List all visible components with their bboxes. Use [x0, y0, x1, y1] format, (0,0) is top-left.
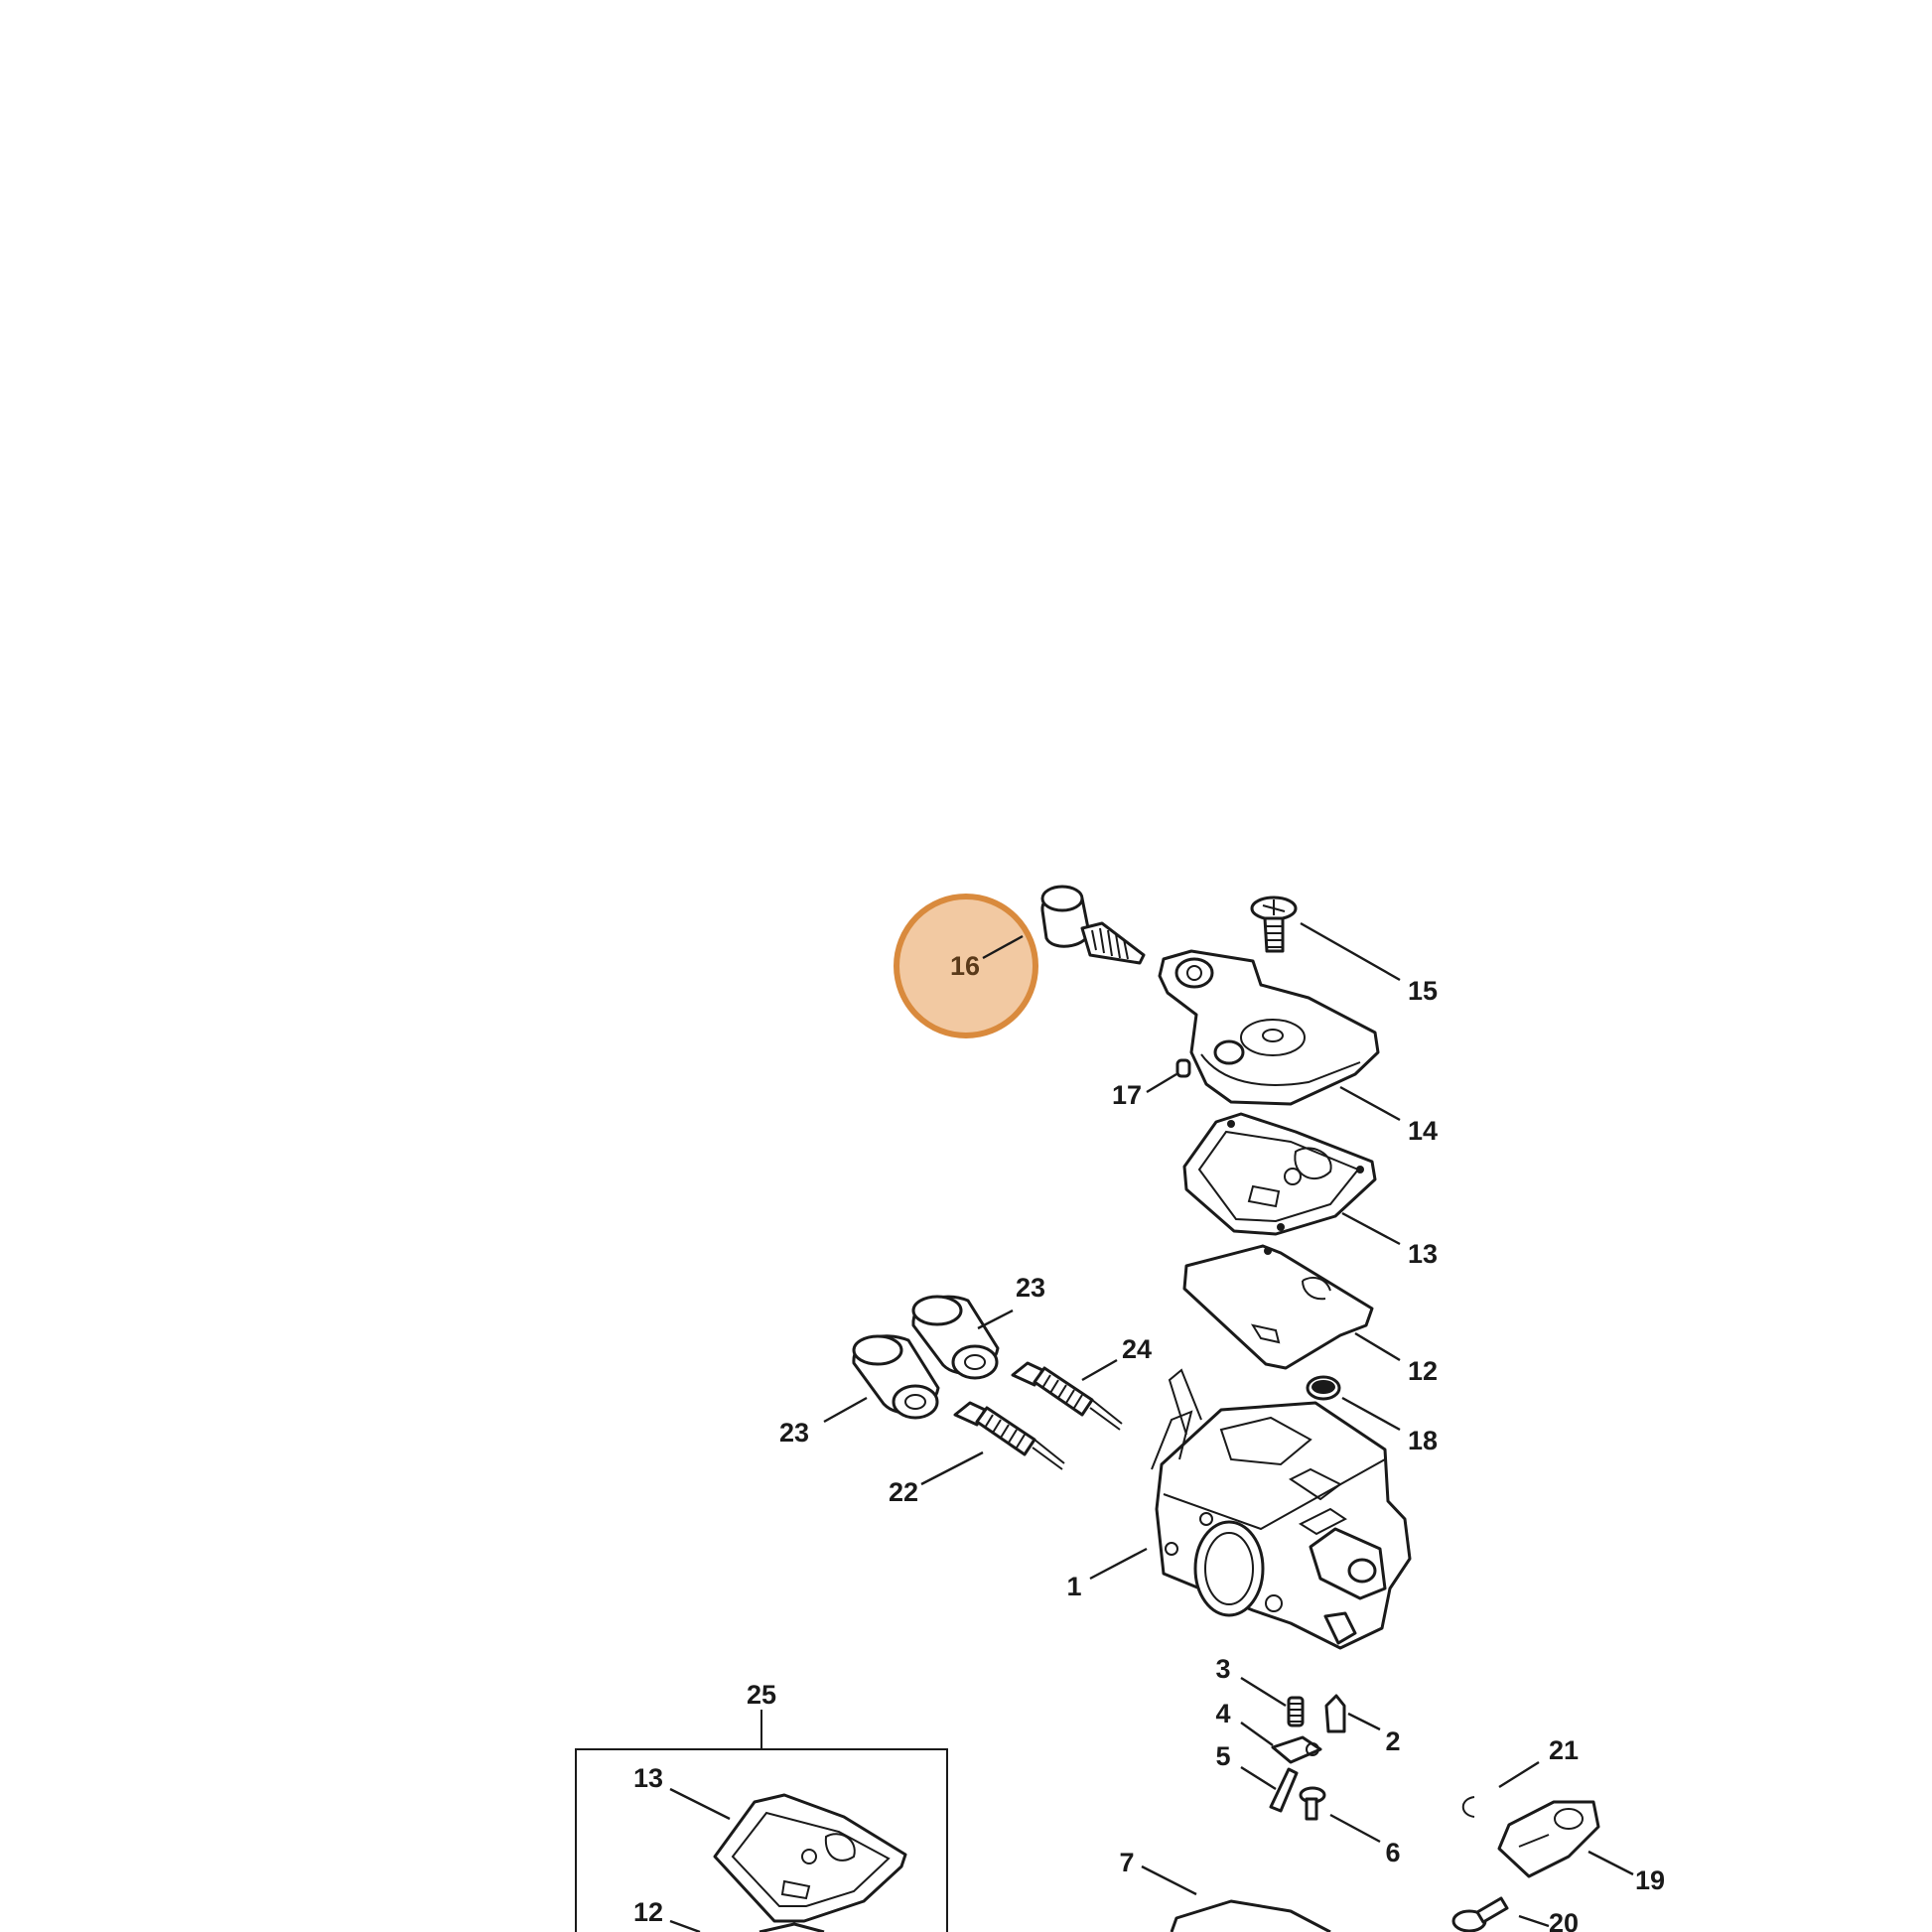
part-21-clip[interactable] [1461, 1796, 1475, 1818]
callout-2[interactable]: 2 [1385, 1726, 1400, 1756]
callout-16[interactable]: 16 [950, 951, 980, 981]
callout-15[interactable]: 15 [1408, 976, 1438, 1006]
part-19-lever[interactable] [1497, 1800, 1600, 1878]
part-16-screw[interactable] [1040, 885, 1146, 965]
callout-25[interactable]: 25 [747, 1680, 776, 1710]
part-5-pin[interactable] [1269, 1767, 1299, 1813]
part-17-pin[interactable] [1175, 1058, 1191, 1078]
part-15-screw[interactable] [1250, 896, 1298, 953]
callout-19[interactable]: 19 [1635, 1865, 1665, 1895]
part-13-gasket[interactable] [1182, 1112, 1377, 1236]
part-22-needle[interactable] [953, 1401, 1065, 1470]
callout-1[interactable]: 1 [1066, 1572, 1081, 1601]
callout-12[interactable]: 12 [1408, 1356, 1438, 1386]
part-20-screw[interactable] [1451, 1896, 1509, 1932]
part-3-spring[interactable] [1287, 1696, 1305, 1727]
part-1-carburetor-body[interactable] [1151, 1368, 1412, 1650]
part-14-pump-cover[interactable] [1158, 949, 1380, 1106]
callout-21[interactable]: 21 [1549, 1735, 1579, 1765]
part-12-diaphragm[interactable] [1182, 1244, 1374, 1370]
part-24-needle[interactable] [1011, 1361, 1123, 1431]
kit-box[interactable] [575, 1710, 948, 1932]
kit-callout-13[interactable]: 13 [633, 1763, 663, 1793]
callout-7[interactable]: 7 [1119, 1848, 1134, 1877]
kit-callout-12[interactable]: 12 [633, 1897, 663, 1927]
kit-part-13-gasket[interactable] [713, 1793, 907, 1923]
callout-24[interactable]: 24 [1122, 1334, 1152, 1364]
callout-13[interactable]: 13 [1408, 1239, 1438, 1269]
callout-4[interactable]: 4 [1215, 1699, 1230, 1728]
callout-20[interactable]: 20 [1549, 1908, 1579, 1932]
callout-23-lower[interactable]: 23 [779, 1418, 809, 1448]
part-2-inlet-needle[interactable] [1324, 1694, 1346, 1733]
callout-18[interactable]: 18 [1408, 1426, 1438, 1455]
callout-22[interactable]: 22 [889, 1477, 918, 1507]
highlight-marker[interactable] [894, 894, 1038, 1038]
part-7-gasket[interactable] [1170, 1899, 1331, 1932]
callout-6[interactable]: 6 [1385, 1838, 1400, 1867]
part-18-screen[interactable] [1306, 1375, 1341, 1401]
kit-part-12-diaphragm[interactable] [759, 1922, 825, 1932]
callout-labels: 16 15 17 14 13 12 18 23 24 23 22 1 3 2 4… [633, 951, 1665, 1932]
part-6-screw[interactable] [1299, 1786, 1326, 1821]
part-23-cap-lower[interactable] [852, 1334, 940, 1420]
callout-3[interactable]: 3 [1215, 1654, 1230, 1684]
part-23-cap-upper[interactable] [911, 1295, 1000, 1380]
leader-lines [669, 921, 1634, 1932]
part-4-lever[interactable] [1271, 1735, 1322, 1764]
callout-14[interactable]: 14 [1408, 1116, 1438, 1146]
callout-23-upper[interactable]: 23 [1016, 1273, 1045, 1303]
callout-17[interactable]: 17 [1112, 1080, 1142, 1110]
callout-5[interactable]: 5 [1215, 1741, 1230, 1771]
